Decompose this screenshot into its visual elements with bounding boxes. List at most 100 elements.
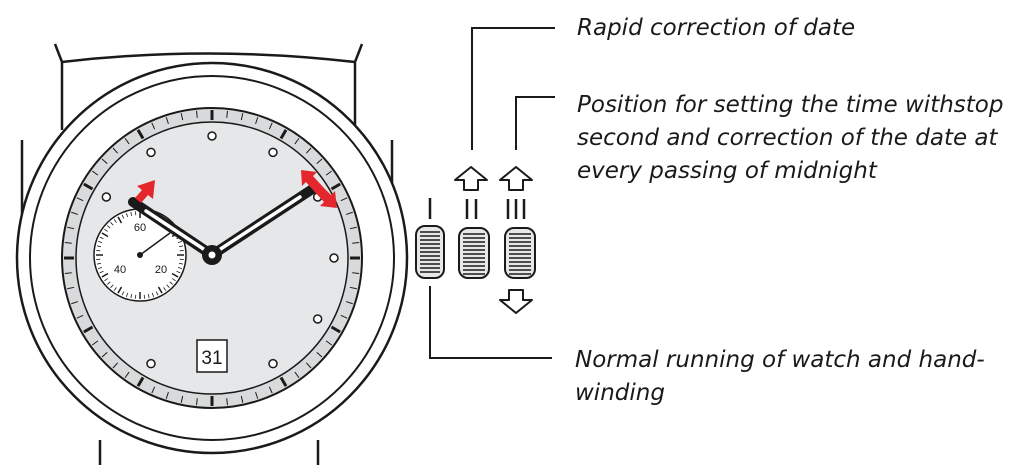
minute-tick: [83, 325, 94, 334]
minute-tick: [165, 391, 169, 399]
minute-tick: [330, 325, 341, 334]
subdial-tick: [126, 292, 129, 297]
leader-line-rapid-date: [471, 27, 555, 150]
hour-marker: [146, 358, 156, 369]
minute-tick: [352, 272, 360, 274]
callout-time-setting-line-3: every passing of midnight: [577, 158, 877, 184]
subdial-tick: [163, 287, 167, 291]
minute-tick: [305, 362, 312, 369]
callout-time-setting-line-1: Position for setting the time withstop: [577, 92, 1004, 118]
subdial-tick: [147, 294, 150, 299]
subdial-tick: [117, 216, 123, 224]
callout-time-setting: Position for setting the time withstop s…: [577, 89, 1003, 188]
subdial-tick: [101, 232, 109, 238]
minute-tick: [268, 386, 273, 394]
minute-tick: [64, 242, 72, 244]
minute-tick: [325, 340, 333, 346]
minute-tick: [76, 197, 84, 202]
minute-ticks: [64, 110, 360, 406]
minute-tick: [294, 137, 300, 145]
minute-tick: [240, 395, 244, 403]
hour-marker: [268, 147, 278, 158]
position-marker-III: [506, 199, 526, 219]
minute-tick: [268, 122, 273, 130]
minute-tick: [180, 113, 184, 121]
minute-tick: [294, 371, 300, 379]
subdial-tick: [104, 278, 108, 282]
minute-tick: [349, 286, 357, 290]
subdial-tick: [179, 245, 184, 248]
minute-tick: [255, 117, 259, 125]
minute-tick: [165, 117, 169, 125]
minute-tick: [316, 158, 323, 165]
subdial-tick: [107, 225, 111, 229]
leader-lines: [429, 27, 555, 359]
callout-normal-running: Normal running of watch and hand- windin…: [575, 344, 985, 410]
subdial-tick: [169, 281, 173, 285]
minute-tick: [136, 376, 145, 387]
minute-tick: [279, 129, 288, 140]
crown-position-1: [415, 225, 445, 279]
callout-time-setting-line-2: second and correction of the date at: [577, 125, 998, 151]
minute-hand-both-ways-arrow-icon: [301, 170, 337, 208]
subdial-tick: [96, 245, 101, 248]
callout-normal-running-line-1: Normal running of watch and hand-: [575, 347, 985, 373]
minute-tick: [325, 170, 333, 176]
minute-tick: [345, 211, 353, 215]
minute-tick: [67, 286, 75, 290]
hour-marker: [101, 192, 112, 202]
subdial-tick: [151, 292, 154, 297]
subdial-tick: [166, 284, 170, 288]
minute-tick: [180, 395, 184, 403]
subdial-tick: [113, 219, 117, 223]
minute-tick: [136, 129, 145, 140]
minute-tick: [340, 314, 348, 319]
minute-tick: [330, 182, 341, 191]
subdial-tick: [110, 222, 114, 226]
crown-position-3: [504, 227, 536, 279]
minute-tick: [196, 110, 198, 118]
minute-tick: [67, 226, 75, 230]
minute-tick: [76, 314, 84, 319]
minute-tick: [83, 182, 94, 191]
minute-hand: [207, 183, 319, 260]
date-window: 31: [196, 339, 228, 373]
hour-marker: [312, 314, 323, 324]
subdial-hand: [139, 232, 171, 256]
leader-line-time-setting: [515, 96, 555, 150]
subdial-tick: [107, 281, 111, 285]
subdial-tick: [110, 284, 114, 288]
callout-normal-running-line-2: winding: [575, 380, 665, 406]
minute-tick: [352, 242, 360, 244]
subdial-tick: [113, 287, 117, 291]
subdial-tick: [98, 266, 103, 269]
minute-tick: [112, 147, 119, 154]
subdial-tick: [117, 286, 123, 294]
arrow-up-icon: [454, 166, 488, 191]
minute-tick: [226, 110, 228, 118]
subdial-tick: [171, 272, 179, 278]
minute-tick: [345, 301, 353, 305]
subdial-tick: [99, 236, 104, 240]
subdial-tick: [101, 272, 109, 278]
minute-tick: [91, 340, 99, 346]
subdial-tick: [96, 262, 101, 265]
minute-tick: [196, 398, 198, 406]
minute-tick: [71, 301, 79, 305]
minute-tick: [316, 351, 323, 358]
hour-marker: [329, 253, 339, 263]
subdial-label-20: 20: [155, 264, 167, 276]
minute-tick: [340, 197, 348, 202]
subdial-tick: [176, 270, 181, 274]
minute-tick: [71, 211, 79, 215]
minute-tick: [349, 226, 357, 230]
subdial-tick: [121, 291, 125, 296]
minute-tick: [124, 371, 130, 379]
minute-tick: [255, 391, 259, 399]
minute-tick: [124, 137, 130, 145]
hour-marker: [207, 131, 217, 141]
minute-tick: [151, 386, 156, 394]
leader-line-normal-running: [429, 286, 552, 359]
subdial-tick: [157, 286, 163, 294]
